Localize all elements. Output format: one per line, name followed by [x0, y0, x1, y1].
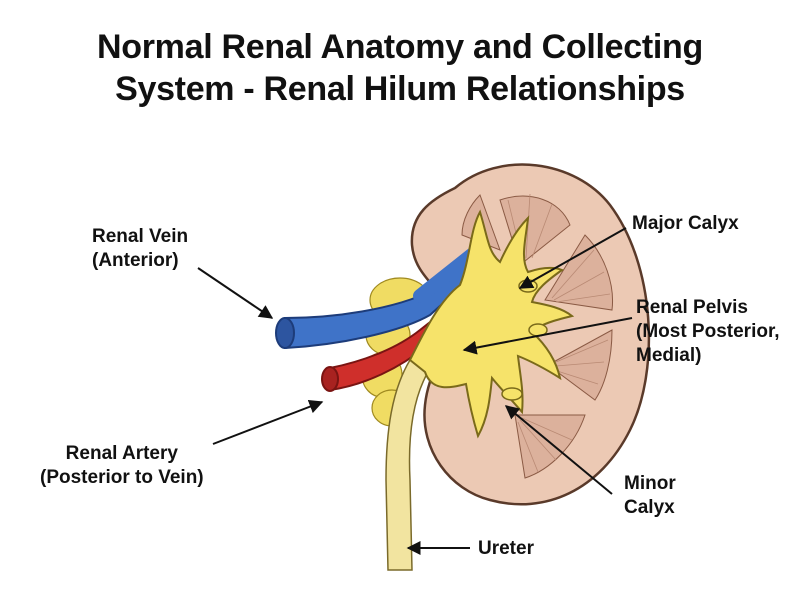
title-line-1: Normal Renal Anatomy and Collecting	[97, 28, 703, 66]
label-renal-pelvis: Renal Pelvis (Most Posterior, Medial)	[636, 297, 780, 366]
title-line-2: System - Renal Hilum Relationships	[115, 70, 685, 108]
page-title: Normal Renal Anatomy and Collecting Syst…	[0, 26, 800, 110]
label-minor-calyx: Minor Calyx	[624, 473, 676, 518]
label-renal-vein: Renal Vein (Anterior)	[92, 226, 189, 271]
arrow-renal-pelvis	[462, 317, 633, 355]
pointer-arrows	[197, 227, 633, 555]
renal-pelvis	[408, 209, 575, 439]
arrow-minor-calyx	[504, 405, 613, 495]
arrow-major-calyx	[518, 227, 627, 289]
label-ureter: Ureter	[478, 538, 534, 559]
arrow-renal-artery	[212, 399, 324, 445]
label-renal-artery: Renal Artery (Posterior to Vein)	[40, 443, 204, 488]
label-major-calyx: Major Calyx	[632, 213, 739, 234]
arrow-renal-vein	[197, 267, 274, 319]
